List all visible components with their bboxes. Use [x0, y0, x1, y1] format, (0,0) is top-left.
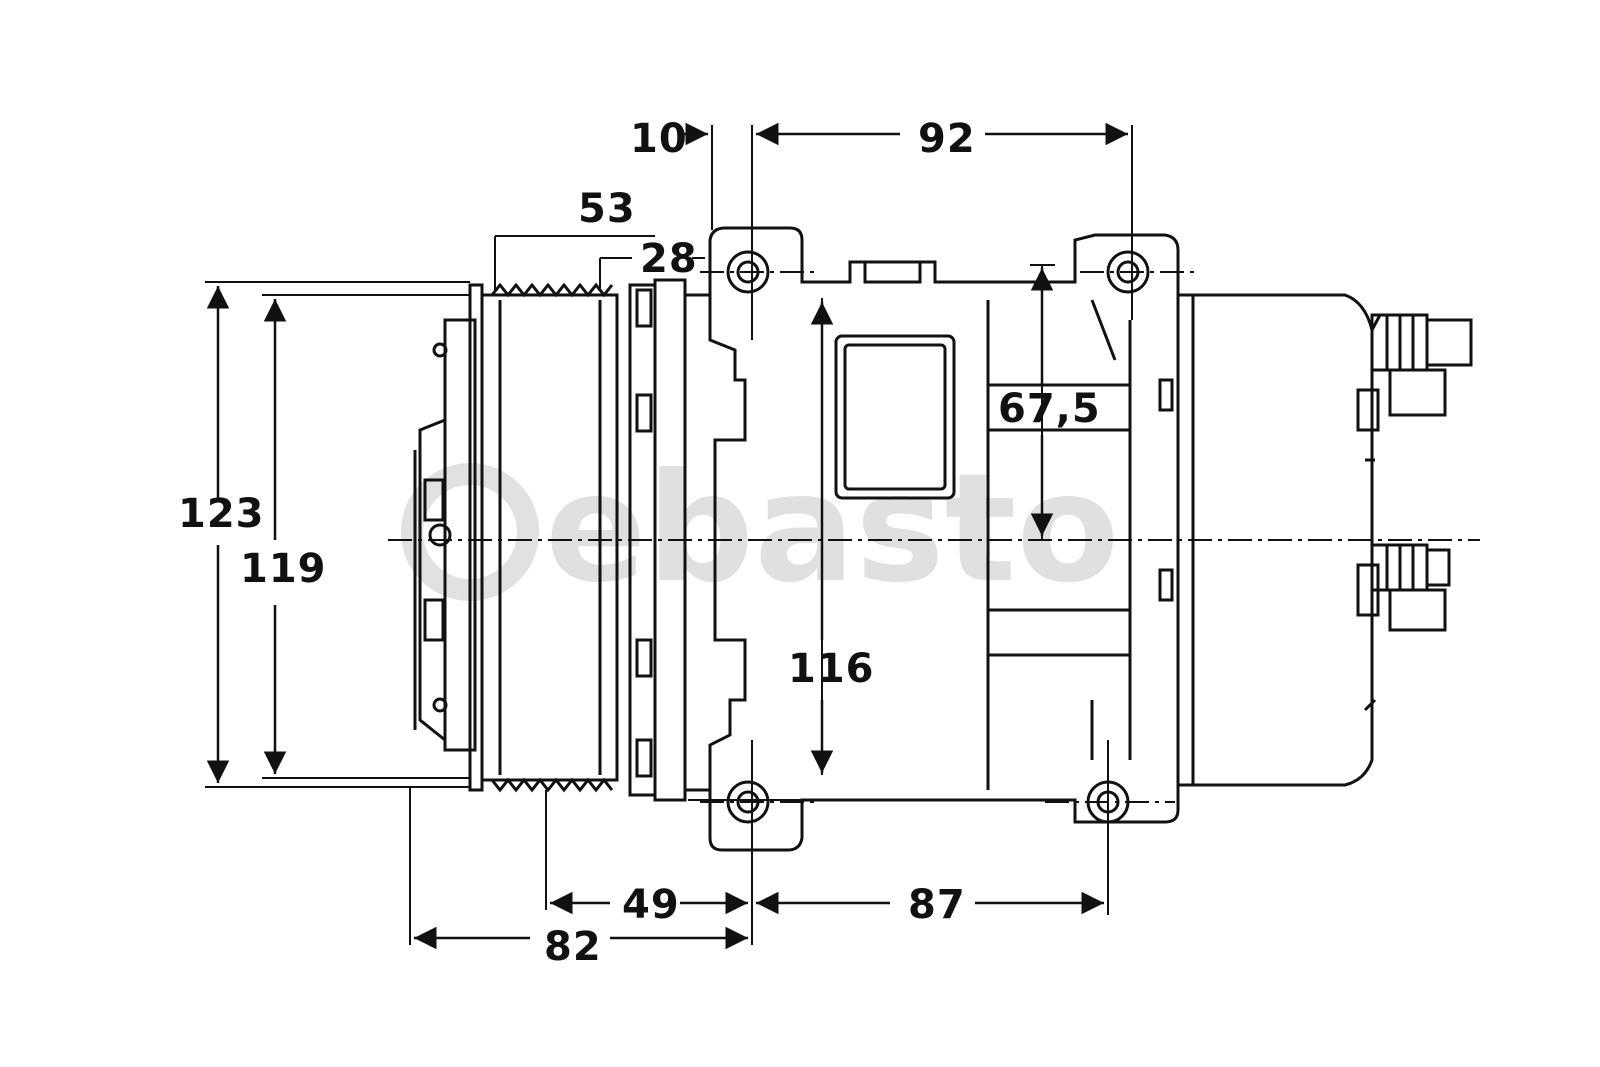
- dim-87-label: 87: [908, 882, 966, 928]
- watermark-text: ebasto: [545, 442, 1119, 616]
- dim-67-5-label: 67,5: [998, 386, 1101, 432]
- dim-116-label: 116: [788, 646, 875, 692]
- pulley: [468, 282, 619, 793]
- center-lines: [388, 271, 1480, 803]
- clutch-plate: [413, 318, 477, 752]
- cylinder-body: [708, 226, 1180, 852]
- dimension-lines: [206, 122, 1128, 950]
- dim-123-label: 123: [178, 491, 265, 537]
- dim-53-label: 53: [578, 186, 636, 232]
- service-valves: [1356, 313, 1473, 632]
- dim-82-label: 82: [544, 924, 602, 970]
- dimension-labels: 10 92 53 28 67,5 123 119 116 49 87 82: [178, 116, 1101, 970]
- dim-28-label: 28: [640, 236, 698, 282]
- dim-49-label: 49: [622, 882, 680, 928]
- dim-10-label: 10: [630, 116, 688, 162]
- watermark: ebasto: [401, 442, 1119, 616]
- dim-92-label: 92: [918, 116, 976, 162]
- dim-119-label: 119: [240, 546, 327, 592]
